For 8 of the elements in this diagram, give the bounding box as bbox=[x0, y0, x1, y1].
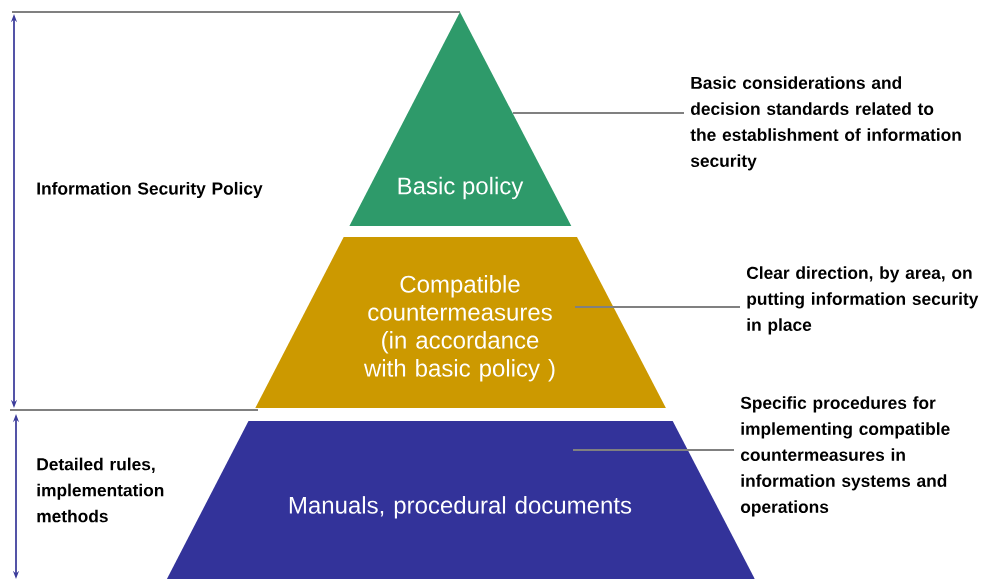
leader-line bbox=[512, 112, 685, 114]
leader-line bbox=[574, 306, 741, 308]
leader-line bbox=[572, 449, 735, 451]
description-text: Basic considerations and decision standards related to the establishment of information security bbox=[690, 76, 961, 171]
side-label: Information Security Policy bbox=[37, 181, 263, 199]
description-text: Clear direction, by area, on putting information security in place bbox=[747, 266, 979, 335]
pyramid-tier: Compatible countermeasures (in accordance with basic policy ) bbox=[255, 237, 666, 408]
pyramid-tier: Basic policy bbox=[349, 12, 572, 226]
